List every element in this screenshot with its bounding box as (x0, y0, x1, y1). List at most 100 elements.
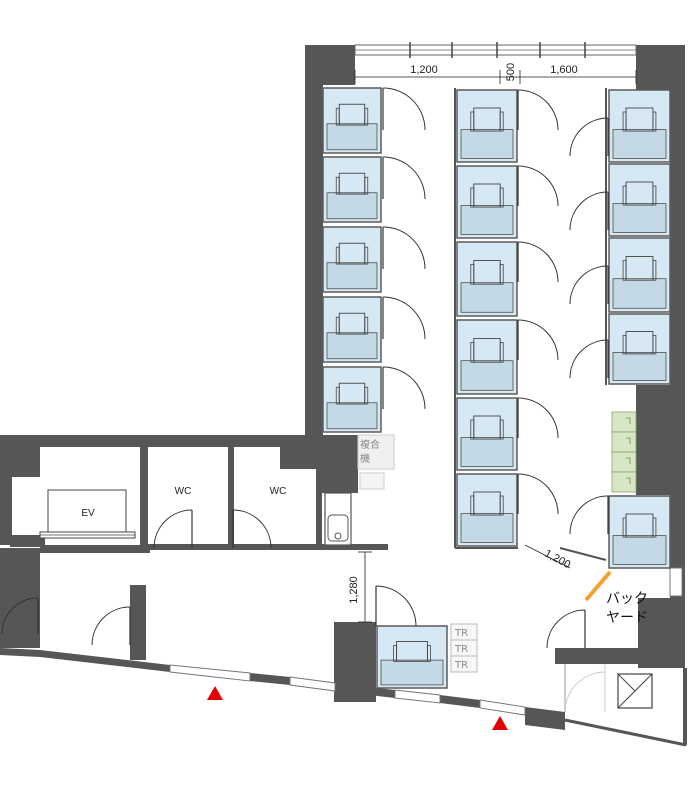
locker (611, 451, 637, 473)
copier: 複合 機 (357, 434, 395, 490)
door[interactable] (569, 191, 609, 231)
wall-annex-top (0, 435, 322, 447)
wall-tower-right (670, 90, 685, 610)
pillar-ev-left (10, 447, 40, 477)
wall-ev-right (140, 447, 148, 547)
locker (611, 411, 637, 433)
tr-label: TR (454, 628, 468, 639)
door[interactable] (569, 265, 609, 305)
door[interactable] (569, 117, 609, 157)
wall-ev-bottom (10, 535, 45, 547)
bed-icon (612, 535, 667, 565)
private-room (456, 473, 518, 547)
bed-icon (612, 129, 667, 159)
copier-tray (359, 472, 385, 490)
private-room (456, 397, 518, 471)
window-bottom-3 (394, 689, 441, 704)
private-room (608, 495, 671, 569)
locker (611, 471, 637, 493)
pillar-top-left (305, 45, 355, 85)
door[interactable] (546, 609, 586, 649)
elevator-label: EV (81, 508, 95, 519)
facade-left (0, 648, 170, 672)
windows (169, 42, 683, 716)
wall-backyard-post (555, 648, 565, 664)
bed-icon (460, 437, 514, 467)
lockers (611, 411, 637, 493)
door[interactable] (375, 585, 417, 627)
private-room (322, 226, 382, 293)
entrance-marker-right (492, 716, 508, 730)
bed-icon (460, 129, 514, 159)
shaft-area (564, 664, 653, 713)
wc-left-label: WC (175, 486, 192, 497)
partitions (454, 88, 607, 561)
door[interactable] (517, 397, 559, 439)
bed-icon (460, 282, 514, 313)
facade-seg-2 (335, 683, 395, 698)
bed-icon (460, 360, 514, 391)
bed-icon (380, 659, 444, 686)
window-bottom-1 (169, 664, 251, 682)
tr-box: TR (450, 655, 478, 673)
private-rooms (322, 87, 671, 689)
private-room (456, 319, 518, 395)
door[interactable] (382, 296, 426, 340)
bed-icon (326, 402, 378, 430)
elevator: EV (39, 489, 136, 539)
pillar-bottom-right (638, 598, 685, 668)
doors (1, 87, 609, 649)
door[interactable] (517, 473, 559, 515)
facade-seg-1 (250, 673, 290, 685)
backyard: バック ヤード (584, 570, 648, 626)
door[interactable] (382, 156, 426, 200)
wall-lower-corridor-top (40, 545, 150, 553)
bed-icon (612, 278, 667, 309)
pillar-wc-right (280, 447, 322, 469)
wall-backyard-bottom (555, 648, 645, 664)
copier-label-1: 複合 (360, 438, 380, 451)
window-bottom-2 (289, 676, 336, 692)
facade-seg-3 (440, 695, 480, 708)
private-room (322, 156, 382, 223)
door[interactable] (232, 509, 272, 549)
door[interactable] (517, 89, 559, 131)
tr-box: TR (450, 639, 478, 657)
bed-icon (326, 192, 378, 220)
private-room (456, 89, 518, 163)
dim-top-middle: 500 (505, 63, 517, 81)
private-room (608, 89, 671, 163)
private-room (608, 163, 671, 237)
private-room (322, 87, 382, 154)
pillar-lower-mid (130, 585, 146, 660)
highlight-wall (584, 570, 612, 602)
backyard-label-2: ヤード (606, 610, 648, 626)
wc-right-label: WC (270, 486, 287, 497)
backyard-label-1: バック (606, 591, 648, 607)
bed-icon (460, 513, 514, 543)
tr-label: TR (454, 660, 468, 671)
door[interactable] (153, 509, 193, 549)
wall-wc-bottom (148, 544, 388, 550)
door[interactable] (91, 606, 131, 646)
wall-tower-left (305, 85, 323, 435)
window-bottom-4 (479, 699, 526, 716)
door[interactable] (382, 366, 426, 410)
door[interactable] (517, 241, 559, 283)
bed-icon (612, 203, 667, 233)
door[interactable] (1, 597, 39, 635)
door[interactable] (517, 319, 559, 361)
door[interactable] (569, 495, 609, 535)
wall-wc-divider (228, 447, 234, 547)
door[interactable] (569, 339, 609, 379)
door[interactable] (382, 226, 426, 270)
private-room (608, 237, 671, 313)
dim-top-left: 1,200 (410, 64, 438, 76)
locker (611, 431, 637, 453)
door[interactable] (517, 165, 559, 207)
private-room (456, 165, 518, 239)
bed-icon (326, 123, 378, 151)
door[interactable] (382, 87, 426, 131)
